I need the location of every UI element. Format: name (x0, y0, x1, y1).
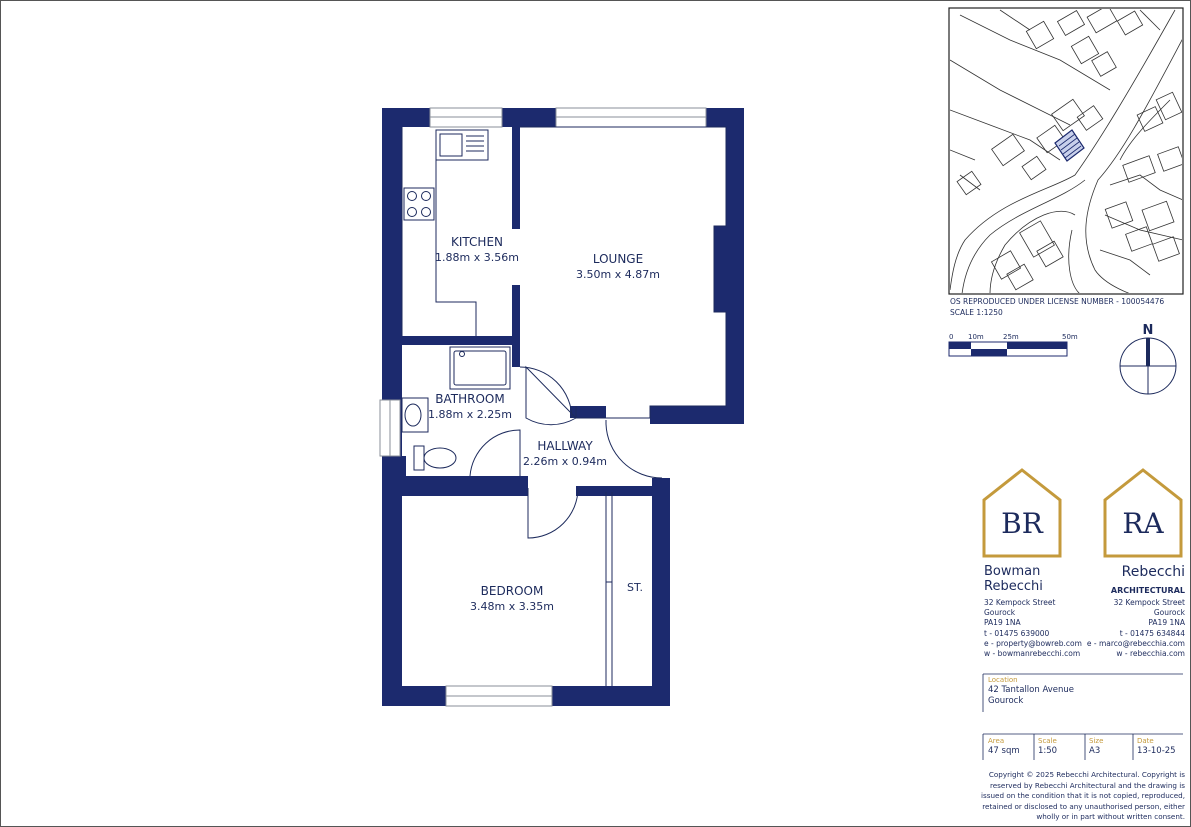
windows (379, 107, 707, 707)
bowman-web[interactable]: w - bowmanrebecchi.com (984, 649, 1081, 659)
rebecchi-address2: Gourock (1153, 608, 1185, 618)
bowman-contact: 32 Kempock Street Gourock PA19 1NA t - 0… (984, 598, 1082, 659)
room-name-bedroom: BEDROOM (481, 584, 544, 598)
size-cell: Size A3 (1089, 737, 1103, 757)
room-labels: KITCHEN 1.88m x 3.56m LOUNGE 3.50m x 4.8… (428, 235, 660, 613)
copyright-line: issued on the condition that it is not c… (981, 791, 1185, 800)
rebecchi-contact: 32 Kempock Street Gourock PA19 1NA t - 0… (1087, 598, 1185, 659)
scalebar-label-25m: 25m (1003, 333, 1019, 341)
rebecchi-email[interactable]: e - marco@rebecchia.com (1086, 638, 1185, 648)
rebecchi-postcode: PA19 1NA (1148, 618, 1185, 628)
scale-cell: Scale 1:50 (1038, 737, 1057, 757)
copyright-notice: Copyright © 2025 Rebecchi Architectural.… (981, 770, 1185, 823)
room-name-hallway: HALLWAY (537, 439, 593, 453)
rebecchi-name: Rebecchi (1121, 564, 1185, 580)
room-dims-lounge: 3.50m x 4.87m (576, 268, 660, 281)
room-dims-bedroom: 3.48m x 3.35m (470, 600, 554, 613)
os-license-text: OS REPRODUCED UNDER LICENSE NUMBER - 100… (950, 297, 1165, 306)
location-label: Location (988, 676, 1018, 684)
scalebar-label-0: 0 (949, 333, 953, 341)
north-arrow-icon: N (1119, 323, 1177, 395)
room-name-store: ST. (627, 581, 643, 594)
copyright-line: reserved by Rebecchi Architectural and t… (989, 780, 1185, 790)
fittings (401, 126, 727, 686)
rebecchi-logo-letters: RA (1122, 507, 1164, 540)
rebecchi-subtitle: ARCHITECTURAL (1110, 586, 1185, 595)
date-label: Date (1137, 737, 1154, 745)
bowman-postcode: PA19 1NA (984, 618, 1021, 628)
rebecchi-phone: t - 01475 634844 (1119, 628, 1185, 638)
size-value: A3 (1089, 746, 1101, 756)
os-location-map (948, 7, 1184, 295)
location-line2: Gourock (988, 696, 1024, 706)
title-block-lines (982, 673, 1183, 760)
copyright-line: retained or disclosed to any unauthorise… (982, 801, 1185, 811)
walls (382, 108, 744, 706)
scale-value: 1:50 (1038, 746, 1058, 756)
area-value: 47 sqm (988, 746, 1020, 756)
room-dims-kitchen: 1.88m x 3.56m (435, 251, 519, 264)
os-scale-text: SCALE 1:1250 (950, 308, 1003, 317)
bowman-phone: t - 01475 639000 (984, 628, 1050, 638)
rebecchi-architectural-logo: RA (1103, 468, 1183, 558)
size-label: Size (1089, 737, 1104, 745)
area-cell: Area 47 sqm (988, 737, 1020, 757)
date-cell: Date 13-10-25 (1137, 737, 1176, 757)
date-value: 13-10-25 (1137, 746, 1176, 756)
scale-label: Scale (1038, 737, 1057, 745)
area-label: Area (988, 737, 1005, 745)
room-dims-hallway: 2.26m x 0.94m (523, 455, 607, 468)
copyright-line: wholly or in part without written consen… (1036, 812, 1185, 821)
room-name-lounge: LOUNGE (593, 252, 643, 266)
bowman-name-line1: Bowman (984, 564, 1041, 579)
scalebar-label-10m: 10m (968, 333, 984, 341)
bowman-logo-letters: BR (1001, 507, 1044, 540)
room-name-bathroom: BATHROOM (435, 392, 504, 406)
location-cell: Location 42 Tantallon Avenue Gourock (988, 676, 1074, 707)
room-dims-bathroom: 1.88m x 2.25m (428, 408, 512, 421)
bowman-email[interactable]: e - property@bowreb.com (984, 638, 1082, 648)
bowman-address2: Gourock (984, 608, 1016, 618)
bowman-name: Bowman Rebecchi (984, 564, 1043, 594)
copyright-line: Copyright © 2025 Rebecchi Architectural.… (988, 770, 1185, 779)
location-line1: 42 Tantallon Avenue (988, 685, 1075, 695)
room-name-kitchen: KITCHEN (451, 235, 503, 249)
rebecchi-address1: 32 Kempock Street (1113, 598, 1185, 607)
scalebar-label-50m: 50m (1062, 333, 1078, 341)
bowman-rebecchi-logo: BR (982, 468, 1062, 558)
north-label: N (1143, 323, 1154, 338)
scale-bar: 0 10m 25m 50m (948, 333, 1078, 357)
bowman-name-line2: Rebecchi (984, 579, 1043, 594)
bowman-address1: 32 Kempock Street (984, 598, 1056, 607)
door-swings (469, 365, 663, 539)
rebecchi-web[interactable]: w - rebecchia.com (1116, 649, 1185, 659)
